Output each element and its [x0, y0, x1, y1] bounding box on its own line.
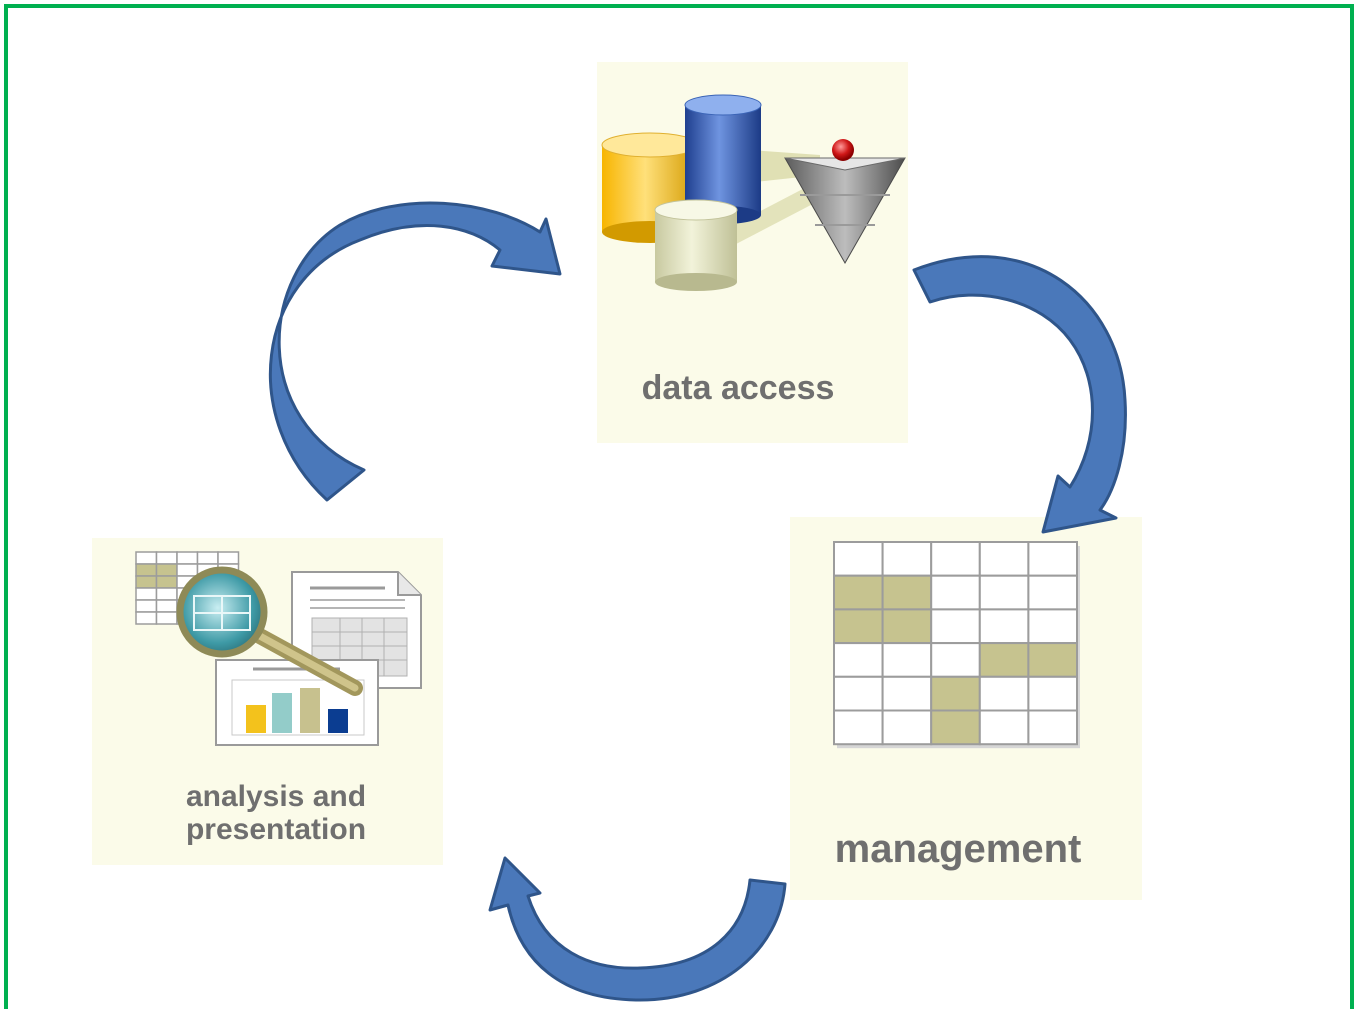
database-cylinders-funnel-icon — [601, 94, 906, 291]
grid-cell — [1027, 709, 1079, 746]
spreadsheet-cell — [155, 599, 178, 613]
grid-cell — [978, 709, 1030, 746]
spreadsheet-cell — [155, 563, 178, 577]
grid-cell — [978, 642, 1030, 678]
grid-cell — [1027, 675, 1079, 712]
spreadsheet-cell — [155, 575, 178, 589]
spreadsheet-cell — [135, 599, 158, 613]
spreadsheet-cell — [135, 611, 158, 625]
grid-cell — [881, 608, 933, 645]
chart-bar-icon — [246, 705, 266, 733]
grid-cell — [881, 541, 933, 577]
arrow-data-access-to-management — [912, 255, 1127, 534]
grid-cell — [833, 608, 884, 645]
beige-cylinder-icon — [654, 199, 738, 291]
magnifier-report-chart-icon — [135, 551, 422, 746]
management-label: management — [835, 827, 1082, 871]
grid-cell — [1027, 541, 1079, 577]
grid-cell — [833, 574, 884, 611]
chart-bar-icon — [300, 688, 320, 733]
grid-table-icon — [833, 541, 1080, 749]
chart-bar-icon — [328, 709, 348, 733]
spreadsheet-cell — [135, 575, 158, 589]
spreadsheet-cell — [155, 551, 178, 565]
grid-cell — [833, 541, 884, 577]
grid-cell — [881, 574, 933, 611]
funnel-icon — [784, 139, 906, 265]
spreadsheet-cell — [155, 587, 178, 601]
grid-cell — [978, 541, 1030, 577]
analysis-label-line-2: presentation — [186, 813, 366, 846]
grid-cell — [930, 574, 981, 611]
spreadsheet-cell — [176, 563, 199, 577]
grid-cell — [1027, 608, 1079, 645]
grid-cell — [833, 675, 884, 712]
grid-cell — [978, 675, 1030, 712]
magnifier-icon — [176, 566, 363, 696]
data-access-label: data access — [642, 369, 835, 407]
arrow-analysis-to-data-access — [268, 201, 562, 502]
grid-cell — [1027, 574, 1079, 611]
grid-cell — [881, 675, 933, 712]
spreadsheet-cell — [135, 587, 158, 601]
grid-cell — [930, 642, 981, 678]
bar-chart-card-icon — [215, 659, 379, 746]
grid-cell — [930, 675, 981, 712]
grid-cell — [1027, 642, 1079, 678]
grid-cell — [930, 709, 981, 746]
analysis-label-line-1: analysis and — [186, 780, 366, 813]
spreadsheet-cell — [217, 551, 240, 565]
arrow-management-to-analysis — [488, 856, 787, 1002]
spreadsheet-cell — [135, 551, 158, 565]
grid-cell — [833, 642, 884, 678]
grid-cell — [978, 608, 1030, 645]
grid-cell — [978, 574, 1030, 611]
spreadsheet-cell — [135, 563, 158, 577]
spreadsheet-cell — [196, 551, 219, 565]
grid-cell — [881, 642, 933, 678]
grid-cell — [930, 541, 981, 577]
green-frame-border — [4, 4, 1354, 1009]
spreadsheet-cell — [176, 551, 199, 565]
grid-cell — [881, 709, 933, 746]
grid-cell — [833, 709, 884, 746]
spreadsheet-cell — [155, 611, 178, 625]
chart-bar-icon — [272, 693, 292, 733]
grid-cell — [930, 608, 981, 645]
